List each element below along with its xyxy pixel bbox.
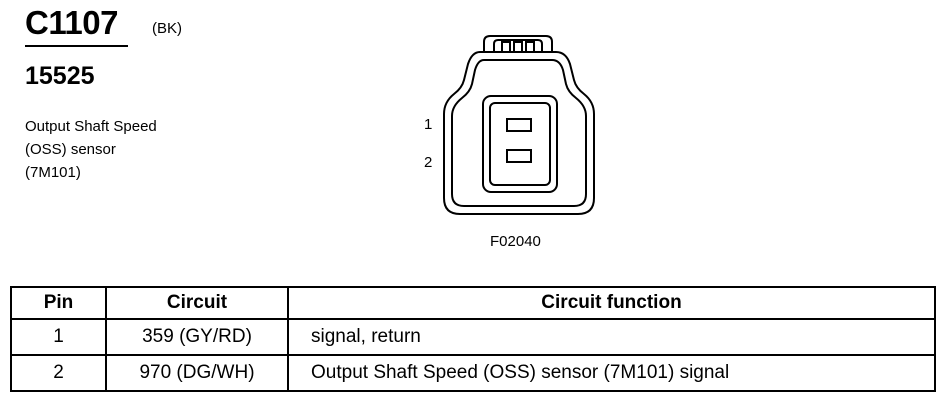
description-line: (OSS) sensor bbox=[25, 141, 116, 158]
connector-id: C1107 bbox=[25, 4, 118, 41]
header-circuit: Circuit bbox=[105, 286, 289, 320]
cell-circuit-function: Output Shaft Speed (OSS) sensor (7M101) … bbox=[287, 354, 936, 392]
terminal-cavity-inner bbox=[489, 102, 551, 186]
description-line: (7M101) bbox=[25, 164, 81, 181]
cell-circuit: 970 (DG/WH) bbox=[105, 354, 289, 392]
pin-2-terminal bbox=[506, 149, 532, 163]
cell-circuit: 359 (GY/RD) bbox=[105, 318, 289, 356]
cell-circuit-function: signal, return bbox=[287, 318, 936, 356]
table-header-row: Pin Circuit Circuit function bbox=[10, 286, 936, 320]
connector-id-underline bbox=[25, 45, 128, 47]
connector-face-diagram bbox=[443, 35, 595, 215]
part-number: 15525 bbox=[25, 62, 95, 90]
terminal-cavity-outer bbox=[482, 95, 558, 193]
pin-table: Pin Circuit Circuit function 1 359 (GY/R… bbox=[10, 286, 936, 392]
description-line: Output Shaft Speed bbox=[25, 118, 157, 135]
table-row: 1 359 (GY/RD) signal, return bbox=[10, 318, 936, 356]
header-pin: Pin bbox=[10, 286, 107, 320]
pin-1-terminal bbox=[506, 118, 532, 132]
table-row: 2 970 (DG/WH) Output Shaft Speed (OSS) s… bbox=[10, 354, 936, 392]
connector-description: Output Shaft Speed (OSS) sensor (7M101) bbox=[25, 115, 157, 184]
figure-code: F02040 bbox=[490, 233, 541, 250]
connector-color-code: (BK) bbox=[152, 20, 182, 37]
pin-label-1: 1 bbox=[424, 116, 433, 133]
cell-pin: 2 bbox=[10, 354, 107, 392]
connector-housing-inner bbox=[451, 59, 587, 207]
locking-tab bbox=[483, 35, 553, 53]
header-circuit-function: Circuit function bbox=[287, 286, 936, 320]
connector-housing-outer bbox=[443, 51, 595, 215]
pin-label-2: 2 bbox=[424, 154, 433, 171]
cell-pin: 1 bbox=[10, 318, 107, 356]
